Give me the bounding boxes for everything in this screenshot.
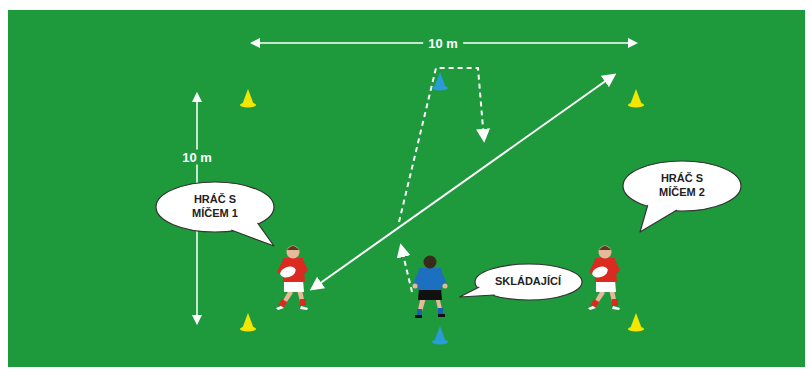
defender-figure bbox=[413, 256, 448, 319]
blue-cone bbox=[432, 326, 448, 345]
yellow-cone bbox=[628, 313, 644, 332]
bubble-tail bbox=[231, 223, 274, 246]
yellow-cone bbox=[628, 89, 644, 108]
ball-carrier-figure bbox=[276, 246, 308, 311]
bubble-ellipse bbox=[623, 161, 741, 211]
dimension-label: 10 m bbox=[423, 36, 463, 51]
run-arrow bbox=[312, 75, 614, 289]
pitch bbox=[8, 10, 805, 367]
yellow-cone bbox=[240, 89, 256, 108]
ball-carrier-figure bbox=[588, 246, 620, 311]
yellow-cone bbox=[240, 313, 256, 332]
dashed-run bbox=[401, 246, 412, 292]
dashed-run bbox=[399, 68, 484, 222]
bubble-tail bbox=[640, 205, 677, 232]
speech-bubble: SKLÁDAJÍCÍ bbox=[474, 263, 583, 301]
dimension-label: 10 m bbox=[177, 150, 217, 165]
blue-cone bbox=[432, 72, 448, 91]
speech-bubble: HRÁČ S MÍČEM 2 bbox=[622, 160, 742, 212]
callout-text: HRÁČ S MÍČEM 1 bbox=[176, 193, 254, 221]
speech-bubble: HRÁČ S MÍČEM 1 bbox=[155, 181, 275, 233]
bubble-tail bbox=[459, 287, 494, 297]
callout-text: SKLÁDAJÍCÍ bbox=[495, 275, 561, 289]
callout-text: HRÁČ S MÍČEM 2 bbox=[643, 172, 721, 200]
